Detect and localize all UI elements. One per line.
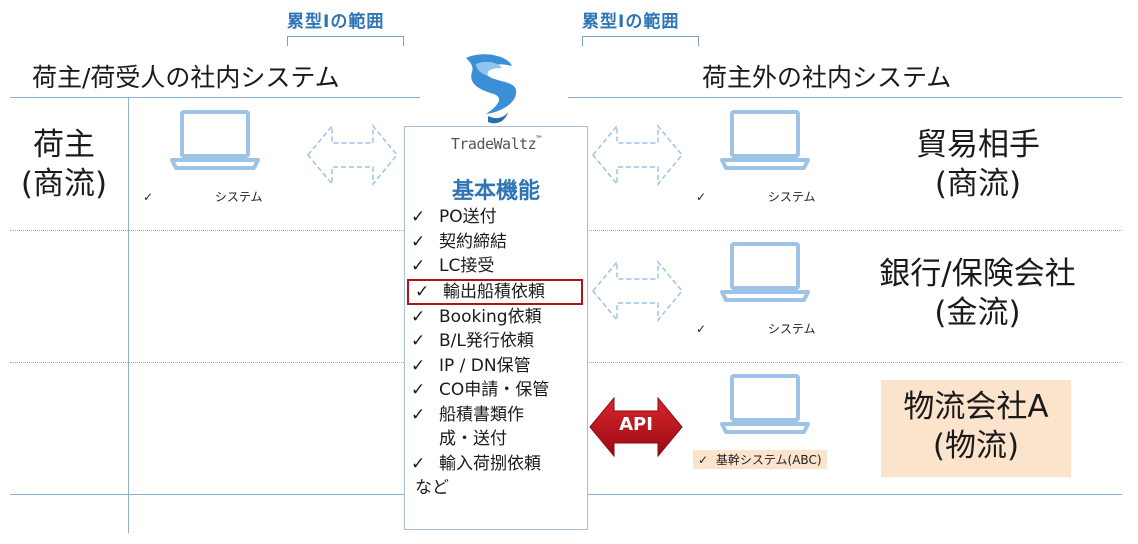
- api-arrow-icon: [589, 396, 683, 458]
- features-title: 基本機能: [451, 179, 540, 204]
- feature-item: ✓ IP / DN保管: [405, 354, 587, 379]
- check-icon: ✓: [411, 380, 426, 400]
- role-trade-partner: 貿易相手 (商流): [878, 126, 1078, 204]
- feature-label: LC接受: [439, 256, 495, 276]
- features-list: ✓ PO送付 ✓ 契約締結 ✓ LC接受 ✓ 輸出船積依頼 ✓ Booking依頼 ✓ B/L発行依頼…: [405, 205, 587, 476]
- feature-label: 輸出船積依頼: [443, 281, 545, 302]
- check-icon: ✓: [696, 190, 707, 204]
- scope-label-right: 累型Ⅰの範囲: [582, 12, 680, 32]
- check-icon: ✓: [411, 256, 426, 276]
- feature-label: 契約締結: [439, 231, 507, 252]
- feature-item: ✓ 船積書類作: [405, 403, 587, 428]
- double-arrow-icon: [592, 123, 683, 187]
- check-icon: ✓: [411, 453, 426, 474]
- system-label-logistics: ✓ 基幹システム(ABC): [693, 450, 827, 469]
- system-name: 基幹システム(ABC): [715, 453, 822, 467]
- role-trade-partner-name: 貿易相手: [916, 127, 1040, 163]
- check-icon: ✓: [411, 404, 426, 425]
- feature-label: CO申請・保管: [439, 380, 550, 400]
- check-icon: ✓: [411, 207, 426, 227]
- role-shipper-flow: (商流): [20, 165, 108, 202]
- feature-item: ✓ B/L発行依頼: [405, 329, 587, 354]
- feature-label: PO送付: [439, 207, 497, 227]
- role-bank: 銀行/保険会社 (金流): [855, 255, 1100, 333]
- feature-item: ✓ 契約締結: [405, 230, 587, 255]
- feature-label: 船積書類作: [439, 404, 524, 425]
- check-icon: ✓: [696, 322, 707, 336]
- feature-label: Booking依頼: [439, 306, 542, 327]
- scope-label-left: 累型Ⅰの範囲: [287, 12, 385, 32]
- system-name: システム: [214, 190, 263, 204]
- tradewaltz-logo-icon: [466, 54, 517, 124]
- header-divider-right: [568, 97, 1122, 98]
- system-name: システム: [767, 322, 816, 336]
- check-icon: [405, 427, 439, 452]
- feature-item: ✓ CO申請・保管: [405, 378, 587, 403]
- section-title-left: 荷主/荷受人の社内システム: [32, 63, 340, 92]
- system-name: システム: [767, 190, 816, 204]
- role-bank-name: 銀行/保険会社: [879, 256, 1076, 292]
- check-icon: ✓: [411, 306, 426, 327]
- role-logistics-name: 物流会社A: [903, 389, 1049, 425]
- check-icon: ✓: [411, 355, 426, 376]
- feature-label: 輸入荷捌依頼: [439, 453, 541, 474]
- feature-label: 成・送付: [439, 429, 507, 449]
- column-divider: [128, 97, 129, 533]
- role-logistics-flow: (物流): [932, 427, 1020, 464]
- system-label-trade-partner: ✓ システム: [696, 188, 816, 205]
- api-label: API: [619, 414, 653, 435]
- check-icon: ✓: [415, 281, 430, 302]
- check-icon: ✓: [143, 190, 154, 204]
- header-divider-left: [10, 97, 420, 98]
- laptop-icon: [720, 110, 810, 170]
- feature-item: 成・送付: [405, 427, 587, 452]
- scope-bracket-left: [287, 36, 404, 46]
- double-arrow-icon: [307, 123, 398, 187]
- feature-item: ✓ LC接受: [405, 254, 587, 279]
- role-shipper: 荷主 (商流): [14, 126, 114, 204]
- laptop-icon: [720, 374, 810, 434]
- role-shipper-name: 荷主: [33, 127, 95, 163]
- trademark-mark: ™: [536, 135, 542, 145]
- feature-item: ✓ 輸入荷捌依頼: [405, 452, 587, 477]
- laptop-icon: [170, 110, 260, 170]
- tradewaltz-panel: TradeWaltz™ 基本機能 ✓PO送付✓契約締結✓LC接受✓輸出船積依頼✓…: [404, 126, 588, 530]
- tradewaltz-name: TradeWaltz: [450, 135, 537, 153]
- check-icon: ✓: [411, 231, 426, 252]
- feature-item: ✓ PO送付: [405, 205, 587, 230]
- double-arrow-icon: [592, 259, 683, 323]
- role-bank-flow: (金流): [934, 294, 1021, 331]
- tradewaltz-logo-text: TradeWaltz™: [405, 135, 587, 153]
- feature-item: ✓ Booking依頼: [405, 305, 587, 330]
- feature-label: B/L発行依頼: [439, 331, 534, 351]
- system-label-bank: ✓ システム: [696, 320, 816, 337]
- feature-label: IP / DN保管: [439, 355, 531, 376]
- role-trade-partner-flow: (商流): [934, 165, 1022, 202]
- scope-bracket-right: [582, 36, 699, 46]
- section-title-right: 荷主外の社内システム: [702, 63, 952, 92]
- check-icon: ✓: [698, 453, 709, 467]
- system-label-shipper: ✓ システム: [143, 188, 263, 205]
- features-etc: など: [415, 478, 449, 498]
- check-icon: ✓: [411, 331, 426, 351]
- feature-item-highlighted: ✓ 輸出船積依頼: [407, 278, 583, 305]
- laptop-icon: [720, 242, 810, 302]
- role-logistics: 物流会社A (物流): [881, 380, 1071, 477]
